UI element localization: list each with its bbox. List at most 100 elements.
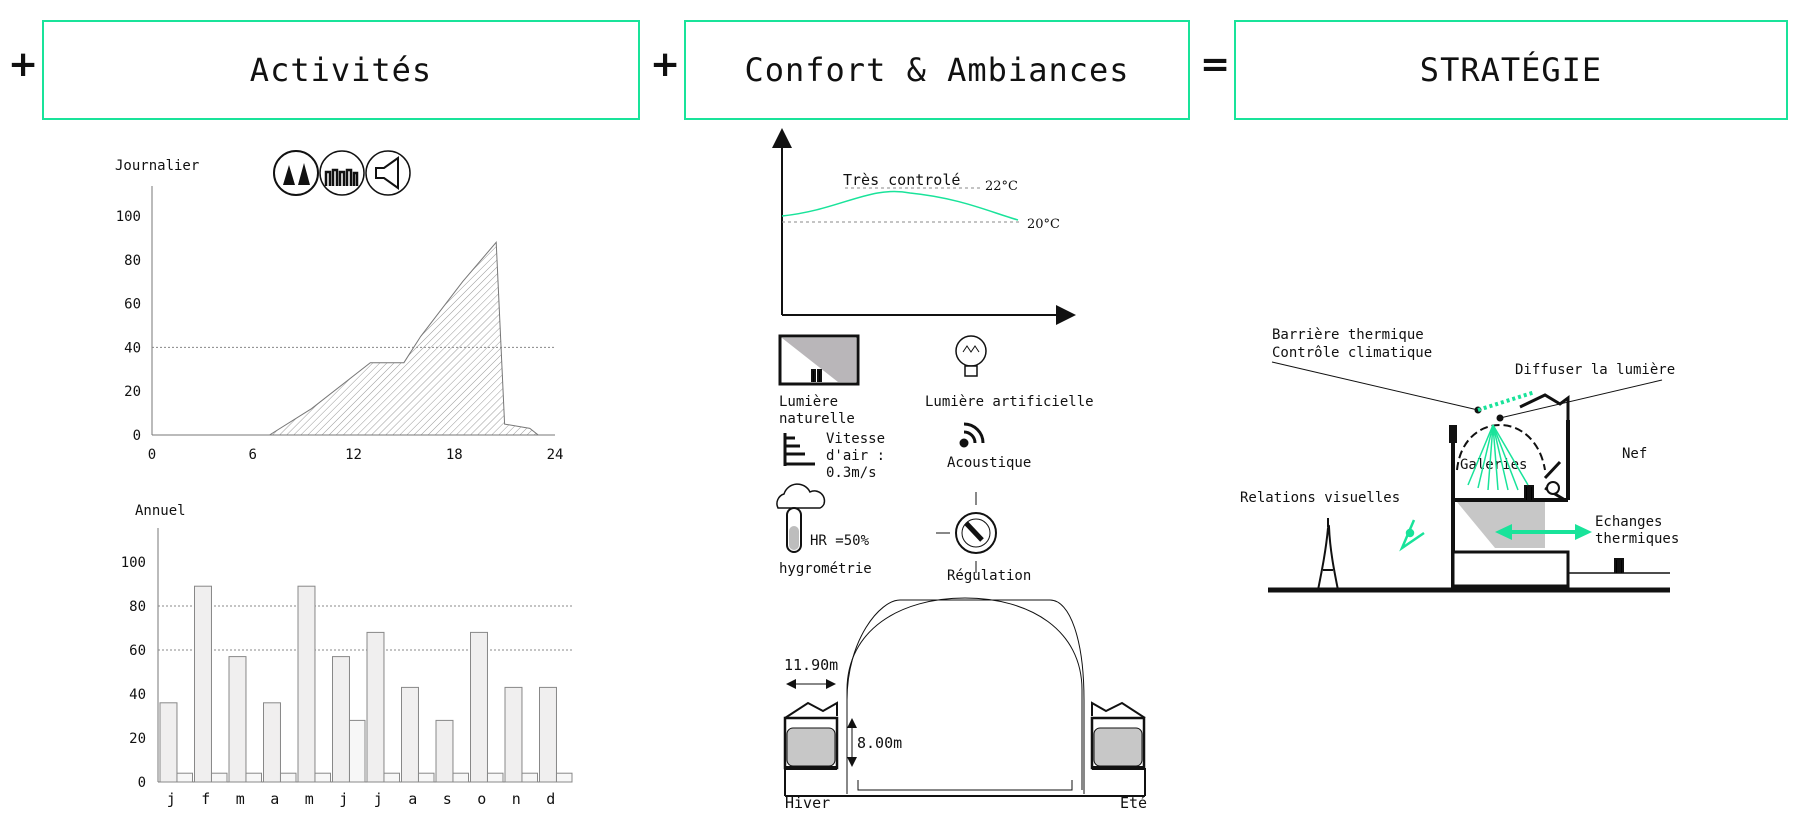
left-gallery — [783, 701, 1145, 797]
nave-outline — [846, 599, 1085, 794]
annual-x-tick-label: m — [236, 790, 245, 808]
temp-high-label: 22°C — [985, 179, 1018, 194]
regulation-dial-icon — [936, 492, 997, 573]
speaker-icon — [375, 156, 399, 190]
daily-chart-title: Journalier — [115, 158, 199, 174]
temp-low-label: 20°C — [1027, 217, 1060, 232]
annual-bar-secondary — [521, 772, 538, 783]
annual-bar — [470, 631, 488, 783]
daily-y-tick-label: 20 — [124, 384, 141, 400]
annual-bar — [435, 719, 454, 783]
acoustic-icon — [959, 422, 985, 448]
temperature-graph: Très controlé 22°C 20°C — [772, 128, 1076, 325]
header-activites-label: Activités — [249, 51, 433, 89]
galeries-label: Galeries — [1460, 457, 1527, 473]
air-speed-block: Vitesse d'air : 0.3m/s — [783, 431, 885, 481]
annual-bar-secondary — [486, 772, 504, 783]
echanges-label-2: thermiques — [1595, 531, 1679, 547]
hygrometry-icon — [776, 483, 826, 553]
daily-x-tick-label: 24 — [547, 447, 564, 463]
nave-floor — [857, 780, 1073, 791]
nef-label: Nef — [1622, 446, 1647, 462]
annual-y-tick-label: 60 — [129, 643, 146, 659]
strategy-building — [1449, 393, 1624, 590]
header-confort-label: Confort & Ambiances — [744, 51, 1130, 89]
annual-bar-secondary — [452, 772, 470, 783]
crowd-icons — [273, 150, 411, 196]
header-box-strategie: STRATÉGIE — [1234, 20, 1788, 120]
annual-bar-secondary — [383, 772, 401, 783]
annual-y-tick-label: 40 — [129, 687, 146, 703]
air-speed-label-3: 0.3m/s — [826, 465, 877, 481]
natural-light-label-2: naturelle — [779, 411, 855, 427]
annual-chart-title: Annuel — [135, 503, 186, 519]
light-rays — [1467, 390, 1536, 491]
annual-x-tick-label: j — [167, 790, 176, 808]
annual-bar-secondary — [245, 772, 263, 783]
annual-bar — [159, 702, 178, 783]
air-speed-label-1: Vitesse — [826, 431, 885, 447]
annual-y-tick-label: 80 — [129, 599, 146, 615]
annual-bar — [366, 631, 385, 783]
annual-bar — [297, 585, 316, 783]
acoustic-label: Acoustique — [947, 455, 1031, 471]
equals-operator: = — [1200, 44, 1231, 85]
hygrometry-label: hygrométrie — [779, 561, 872, 577]
daily-x-tick-label: 0 — [148, 447, 156, 463]
hygrometry-value-label: HR =50% — [810, 533, 870, 549]
crowd-icon — [324, 168, 359, 186]
trees-icon — [283, 163, 310, 185]
daily-y-tick-label: 80 — [124, 253, 141, 269]
annual-bar — [228, 656, 247, 783]
annual-x-tick-label: s — [443, 790, 452, 808]
annual-bar-secondary — [210, 772, 228, 783]
annual-bar — [263, 702, 281, 783]
annual-y-tick-label: 0 — [138, 775, 146, 791]
width-dimension-label: 11.90m — [784, 656, 838, 674]
annual-bar-secondary — [176, 772, 194, 783]
strategy-diagram: Barrière thermique Contrôle climatique D… — [1240, 327, 1679, 593]
nave-vault — [846, 597, 1083, 790]
annual-x-tick-label: j — [339, 790, 348, 808]
diffuse-light-label: Diffuser la lumière — [1515, 362, 1675, 378]
daily-activity-area — [267, 241, 540, 436]
header-box-activites: Activités — [42, 20, 640, 120]
barrier-leader — [1271, 361, 1479, 411]
plus-operator-2: + — [650, 44, 681, 85]
header-strategie-label: STRATÉGIE — [1419, 51, 1603, 89]
annual-bar — [332, 656, 350, 783]
annual-bar — [401, 686, 419, 783]
regulation-block: Régulation — [936, 492, 1031, 584]
temp-control-label: Très controlé — [843, 171, 960, 189]
daily-x-tick-label: 12 — [345, 447, 362, 463]
plus-operator: + — [8, 44, 39, 85]
daily-x-tick-label: 6 — [249, 447, 257, 463]
daily-y-tick-label: 40 — [124, 340, 141, 356]
natural-light-block: Lumière naturelle — [778, 334, 860, 427]
annual-bar — [194, 585, 212, 783]
annual-bar-secondary — [555, 772, 573, 783]
barrier-label-1: Barrière thermique — [1272, 327, 1424, 343]
header-box-confort: Confort & Ambiances — [684, 20, 1190, 120]
eye-icon — [1399, 519, 1425, 552]
light-bulb-icon — [955, 335, 987, 377]
acoustic-block: Acoustique — [947, 422, 1031, 471]
annual-bar — [504, 686, 523, 783]
relations-label: Relations visuelles — [1240, 490, 1400, 506]
artificial-light-block: Lumière artificielle — [925, 335, 1094, 410]
annual-x-tick-label: a — [408, 790, 417, 808]
air-speed-label-2: d'air : — [826, 448, 885, 464]
annual-x-tick-label: n — [512, 790, 521, 808]
annual-y-tick-label: 20 — [129, 731, 146, 747]
eiffel-tower-icon — [1317, 518, 1339, 591]
annual-x-tick-label: j — [374, 790, 383, 808]
annual-bar-secondary — [314, 772, 332, 783]
annual-bar — [539, 686, 557, 783]
height-dimension-label: 8.00m — [857, 734, 902, 752]
daily-y-tick-label: 100 — [116, 209, 141, 225]
building-section: 11.90m 8.00m Hiver Eté — [783, 597, 1147, 812]
barrier-label-2: Contrôle climatique — [1272, 345, 1432, 361]
annual-x-tick-label: m — [305, 790, 314, 808]
diffuse-leader — [1499, 379, 1663, 419]
